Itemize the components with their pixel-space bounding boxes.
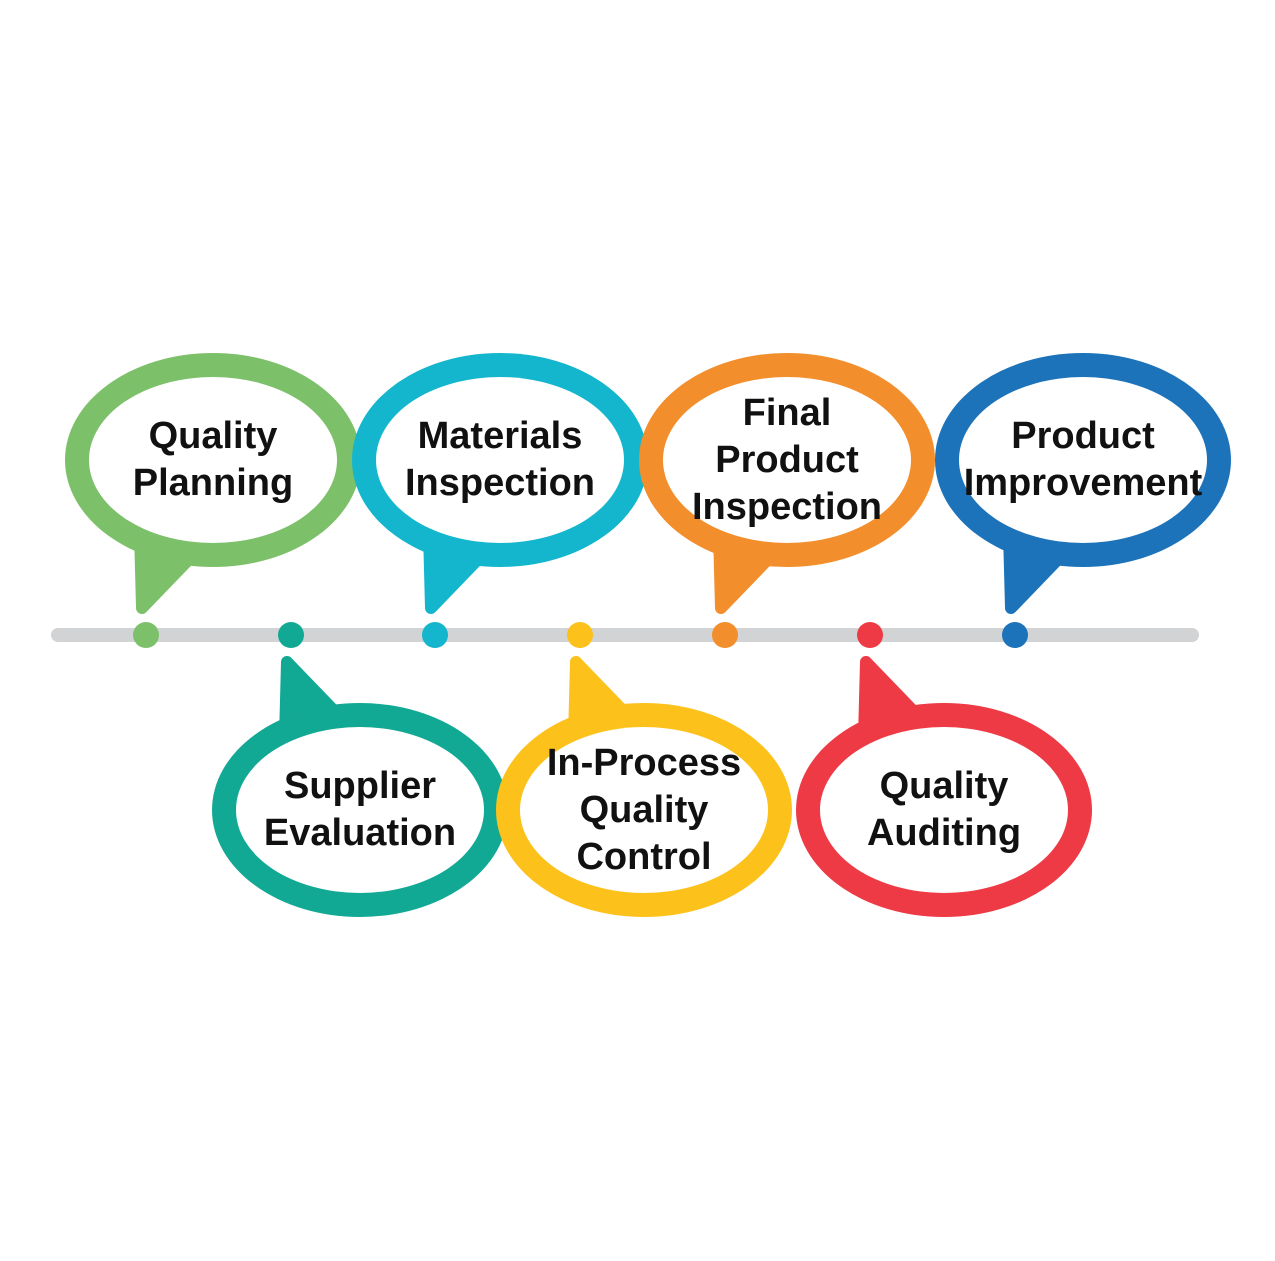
speech-bubble (496, 656, 792, 917)
bubble-fill (89, 377, 337, 543)
speech-bubble (796, 656, 1092, 917)
timeline-dots (133, 622, 1028, 648)
step-label-line: Control (576, 835, 712, 878)
bubbles-layer (65, 353, 1231, 917)
step-label-line: Product (1011, 415, 1155, 457)
step-label-line: Inspection (404, 462, 596, 504)
speech-bubble (935, 353, 1231, 614)
speech-bubble (212, 656, 508, 917)
step-label-line: Planning (132, 462, 294, 504)
step-label-line: Auditing (866, 812, 1022, 854)
step-label-line: In-Process (546, 741, 742, 784)
step-label-line: Quality (148, 415, 278, 457)
timeline-dot (133, 622, 159, 648)
speech-bubble (352, 353, 648, 614)
step-label-line: Final (742, 391, 832, 434)
step-label-line: Materials (417, 415, 583, 457)
bubble-fill (820, 727, 1068, 893)
speech-bubble (65, 353, 361, 614)
step-label-line: Product (715, 438, 859, 481)
bubble-fill (520, 727, 768, 893)
step-label-line: Quality (879, 765, 1009, 807)
step-label-line: Supplier (283, 765, 437, 807)
timeline-dot (567, 622, 593, 648)
step-label-line: Improvement (963, 462, 1203, 504)
bubble-fill (663, 377, 911, 543)
timeline-dot (1002, 622, 1028, 648)
timeline-dot (422, 622, 448, 648)
bubble-fill (959, 377, 1207, 543)
timeline-dot (278, 622, 304, 648)
step-label-line: Evaluation (263, 812, 457, 854)
step-label-line: Inspection (691, 485, 883, 528)
timeline-dot (857, 622, 883, 648)
bubble-fill (236, 727, 484, 893)
timeline-dot (712, 622, 738, 648)
bubble-fill (376, 377, 624, 543)
speech-bubble (639, 353, 935, 614)
step-label-line: Quality (579, 788, 709, 831)
